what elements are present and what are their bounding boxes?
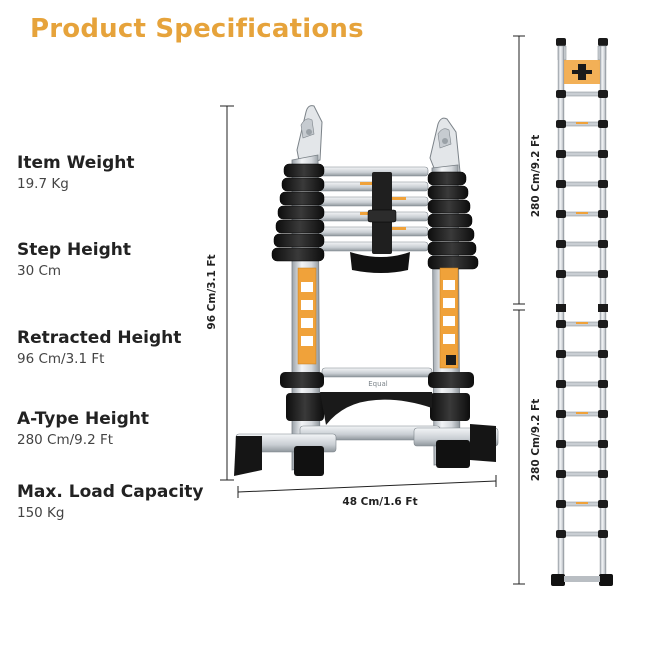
rung-collar — [598, 410, 608, 418]
lower-section-dimension: 280 Cm/9.2 Ft — [513, 309, 542, 585]
right-hinge — [429, 117, 461, 179]
ladder-brand: Equal — [368, 380, 388, 388]
spec-value: 96 Cm/3.1 Ft — [17, 351, 105, 367]
rung-marker — [576, 412, 588, 414]
rung-marker — [576, 122, 588, 124]
rung-collar — [598, 470, 608, 478]
right-foot — [413, 424, 499, 468]
rung-collar — [556, 270, 566, 278]
spec-max-load: Max. Load Capacity 150 Kg — [17, 481, 204, 522]
rung-collar — [598, 500, 608, 508]
ladder-strap — [350, 172, 410, 273]
page-title: Product Specifications — [30, 14, 364, 44]
rung-collar — [598, 210, 608, 218]
ladder-rung — [560, 441, 604, 447]
rung-collar — [556, 90, 566, 98]
rung-marker — [576, 322, 588, 324]
spec-value: 30 Cm — [17, 263, 62, 279]
rung-marker — [576, 212, 588, 214]
ladder-rung — [560, 91, 604, 97]
rung-collar — [556, 500, 566, 508]
rung-collar — [598, 530, 608, 538]
ladder-rung — [560, 271, 604, 277]
lower-section-label: 280 Cm/9.2 Ft — [530, 399, 542, 482]
spec-retracted-height: Retracted Height 96 Cm/3.1 Ft — [17, 327, 181, 368]
spec-a-type-height: A-Type Height 280 Cm/9.2 Ft — [17, 408, 149, 449]
upper-section-label: 280 Cm/9.2 Ft — [530, 135, 542, 218]
left-rail-caps — [271, 163, 325, 262]
warning-label-left — [297, 267, 317, 365]
spec-label: A-Type Height — [17, 409, 149, 429]
spec-label: Max. Load Capacity — [17, 482, 204, 502]
rung-collar — [598, 350, 608, 358]
rung-collar — [556, 180, 566, 188]
rung-collar — [556, 410, 566, 418]
spec-value: 280 Cm/9.2 Ft — [17, 432, 114, 448]
a-frame-ladder: Equal — [234, 105, 499, 476]
rung-collar — [556, 210, 566, 218]
spec-label: Item Weight — [17, 153, 135, 173]
ladder-rung — [560, 151, 604, 157]
rung-collar — [556, 120, 566, 128]
width-label: 48 Cm/1.6 Ft — [342, 496, 417, 508]
warning-label-right — [439, 267, 459, 369]
rung-collar — [556, 240, 566, 248]
extended-ladder — [551, 38, 613, 586]
rung-collar — [598, 320, 608, 328]
rung-collar — [556, 350, 566, 358]
rung-collar — [556, 380, 566, 388]
height-dimension: 96 Cm/3.1 Ft — [206, 105, 234, 481]
rung-collar — [556, 150, 566, 158]
left-hinge — [296, 105, 323, 167]
rung-collar — [598, 380, 608, 388]
width-dimension: 48 Cm/1.6 Ft — [237, 475, 497, 508]
rung-collar — [556, 440, 566, 448]
rung-collar — [598, 150, 608, 158]
rung-collar — [556, 320, 566, 328]
ladder-rung — [560, 381, 604, 387]
height-label: 96 Cm/3.1 Ft — [206, 254, 218, 329]
ladder-rung — [560, 241, 604, 247]
rung-collar — [598, 180, 608, 188]
rung-collar — [556, 470, 566, 478]
spec-step-height: Step Height 30 Cm — [17, 239, 131, 280]
left-foot — [234, 433, 337, 476]
rung-collar — [556, 530, 566, 538]
spec-value: 19.7 Kg — [17, 176, 69, 192]
rung-collar — [598, 270, 608, 278]
rung-collar — [598, 240, 608, 248]
upper-section-dimension: 280 Cm/9.2 Ft — [513, 35, 542, 305]
ladder-rung — [560, 471, 604, 477]
ladder-rung — [560, 351, 604, 357]
rung-collar — [598, 440, 608, 448]
spec-item-weight: Item Weight 19.7 Kg — [17, 152, 135, 193]
spec-label: Step Height — [17, 240, 131, 260]
rung-collar — [598, 120, 608, 128]
rung-collar — [598, 90, 608, 98]
spec-value: 150 Kg — [17, 505, 65, 521]
ladder-rung — [560, 531, 604, 537]
right-rail-caps — [427, 171, 479, 270]
spec-label: Retracted Height — [17, 328, 182, 348]
rung-marker — [576, 502, 588, 504]
ladder-rung — [560, 181, 604, 187]
